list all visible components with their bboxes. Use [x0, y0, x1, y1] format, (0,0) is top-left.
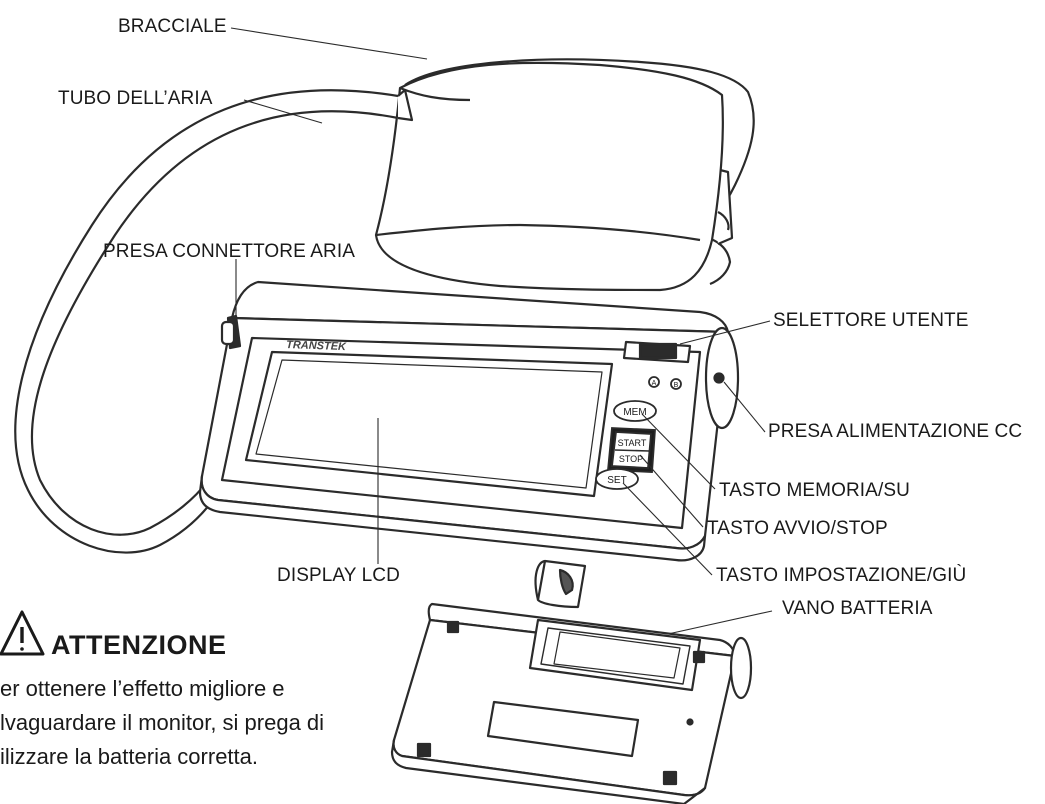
- label-memory-button: TASTO MEMORIA/SU: [719, 480, 910, 501]
- leader-start-stop: [639, 454, 704, 528]
- air-tube: [14, 89, 399, 554]
- device-keys: [595, 376, 682, 490]
- leader-dc-jack: [723, 381, 766, 433]
- start-key-label: START: [618, 438, 647, 448]
- label-dc-jack: PRESA ALIMENTAZIONE CC: [768, 421, 1023, 442]
- leader-lines: [230, 27, 773, 635]
- label-air-tube: TUBO DELL’ARIA: [58, 88, 213, 109]
- cuff: [374, 58, 755, 292]
- leader-memory: [641, 413, 716, 490]
- label-air-connector: PRESA CONNETTORE ARIA: [103, 241, 355, 262]
- warning-triangle-icon: [0, 610, 45, 656]
- warning-title: ATTENZIONE: [51, 630, 227, 660]
- label-lcd-display: DISPLAY LCD: [277, 565, 400, 586]
- leader-air-tube: [243, 99, 323, 124]
- label-battery-compartment: VANO BATTERIA: [782, 598, 933, 619]
- stop-key-label: STOP: [619, 454, 643, 464]
- battery-unit: [390, 559, 753, 804]
- brand-logo: TRANSTEK: [286, 339, 347, 353]
- set-key-label: SET: [607, 475, 626, 486]
- label-user-selector: SELETTORE UTENTE: [773, 310, 969, 331]
- leader-user-selector: [679, 320, 771, 345]
- leader-battery: [667, 610, 773, 635]
- warning-line-2: lvaguardare il monitor, si prega di: [0, 710, 325, 735]
- user-a-label: A: [652, 380, 657, 387]
- label-start-stop-button: TASTO AVVIO/STOP: [707, 518, 888, 539]
- label-set-button: TASTO IMPOSTAZIONE/GIÙ: [716, 565, 967, 586]
- warning-line-1: er ottenere l’effetto migliore e: [0, 676, 285, 701]
- mem-key-label: MEM: [623, 407, 646, 418]
- label-cuff: BRACCIALE: [118, 16, 227, 37]
- warning-line-3: ilizzare la batteria corretta.: [0, 744, 258, 769]
- leader-cuff: [230, 27, 428, 60]
- main-unit: [198, 280, 740, 562]
- user-b-label: B: [674, 382, 679, 389]
- leader-set: [622, 482, 713, 576]
